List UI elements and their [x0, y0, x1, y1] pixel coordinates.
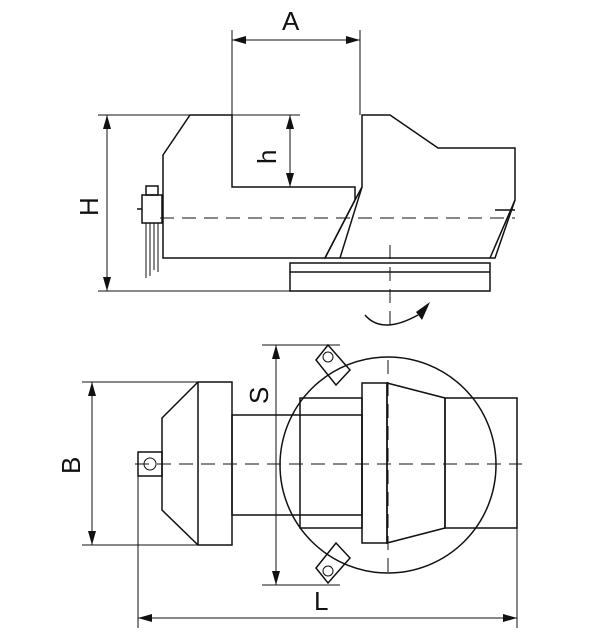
clamp-ear-bottom	[315, 541, 352, 585]
body-edge	[339, 186, 363, 259]
dim-label-L: L	[314, 586, 328, 616]
rear-housing	[444, 397, 518, 529]
rear-jaw-taper	[386, 382, 446, 544]
dim-arrow	[103, 115, 111, 129]
dim-arrow	[346, 36, 360, 44]
handle-knob	[141, 194, 163, 224]
rotation-arrowhead	[416, 302, 430, 320]
top-view: S B L	[56, 343, 522, 628]
dim-arrow	[286, 173, 294, 187]
jaw-mount	[299, 397, 363, 529]
rotation-arrow	[364, 314, 419, 326]
dim-arrow	[88, 382, 96, 396]
body-edge	[489, 199, 516, 259]
dim-arrow	[272, 345, 280, 359]
dim-arrow	[103, 277, 111, 291]
dim-label-B: B	[56, 457, 86, 474]
clamp-ear-top	[315, 343, 352, 387]
side-view: A h H	[74, 6, 516, 326]
dim-arrow	[286, 115, 294, 129]
dim-label-S: S	[244, 387, 274, 404]
swivel-base-circle	[279, 356, 497, 574]
dim-label-h: h	[252, 150, 282, 164]
dim-arrow	[88, 531, 96, 545]
dim-arrow	[272, 571, 280, 585]
dim-arrow	[232, 36, 246, 44]
dim-label-A: A	[282, 6, 300, 36]
dim-label-H: H	[74, 197, 104, 216]
front-jaw-head	[161, 381, 233, 546]
dim-arrow	[138, 614, 152, 622]
rear-jaw	[323, 114, 516, 259]
dim-arrow	[503, 614, 517, 622]
rear-jaw-block	[361, 382, 388, 544]
spindle-body	[231, 414, 363, 516]
front-jaw	[162, 114, 356, 259]
handle-cap	[145, 185, 159, 196]
